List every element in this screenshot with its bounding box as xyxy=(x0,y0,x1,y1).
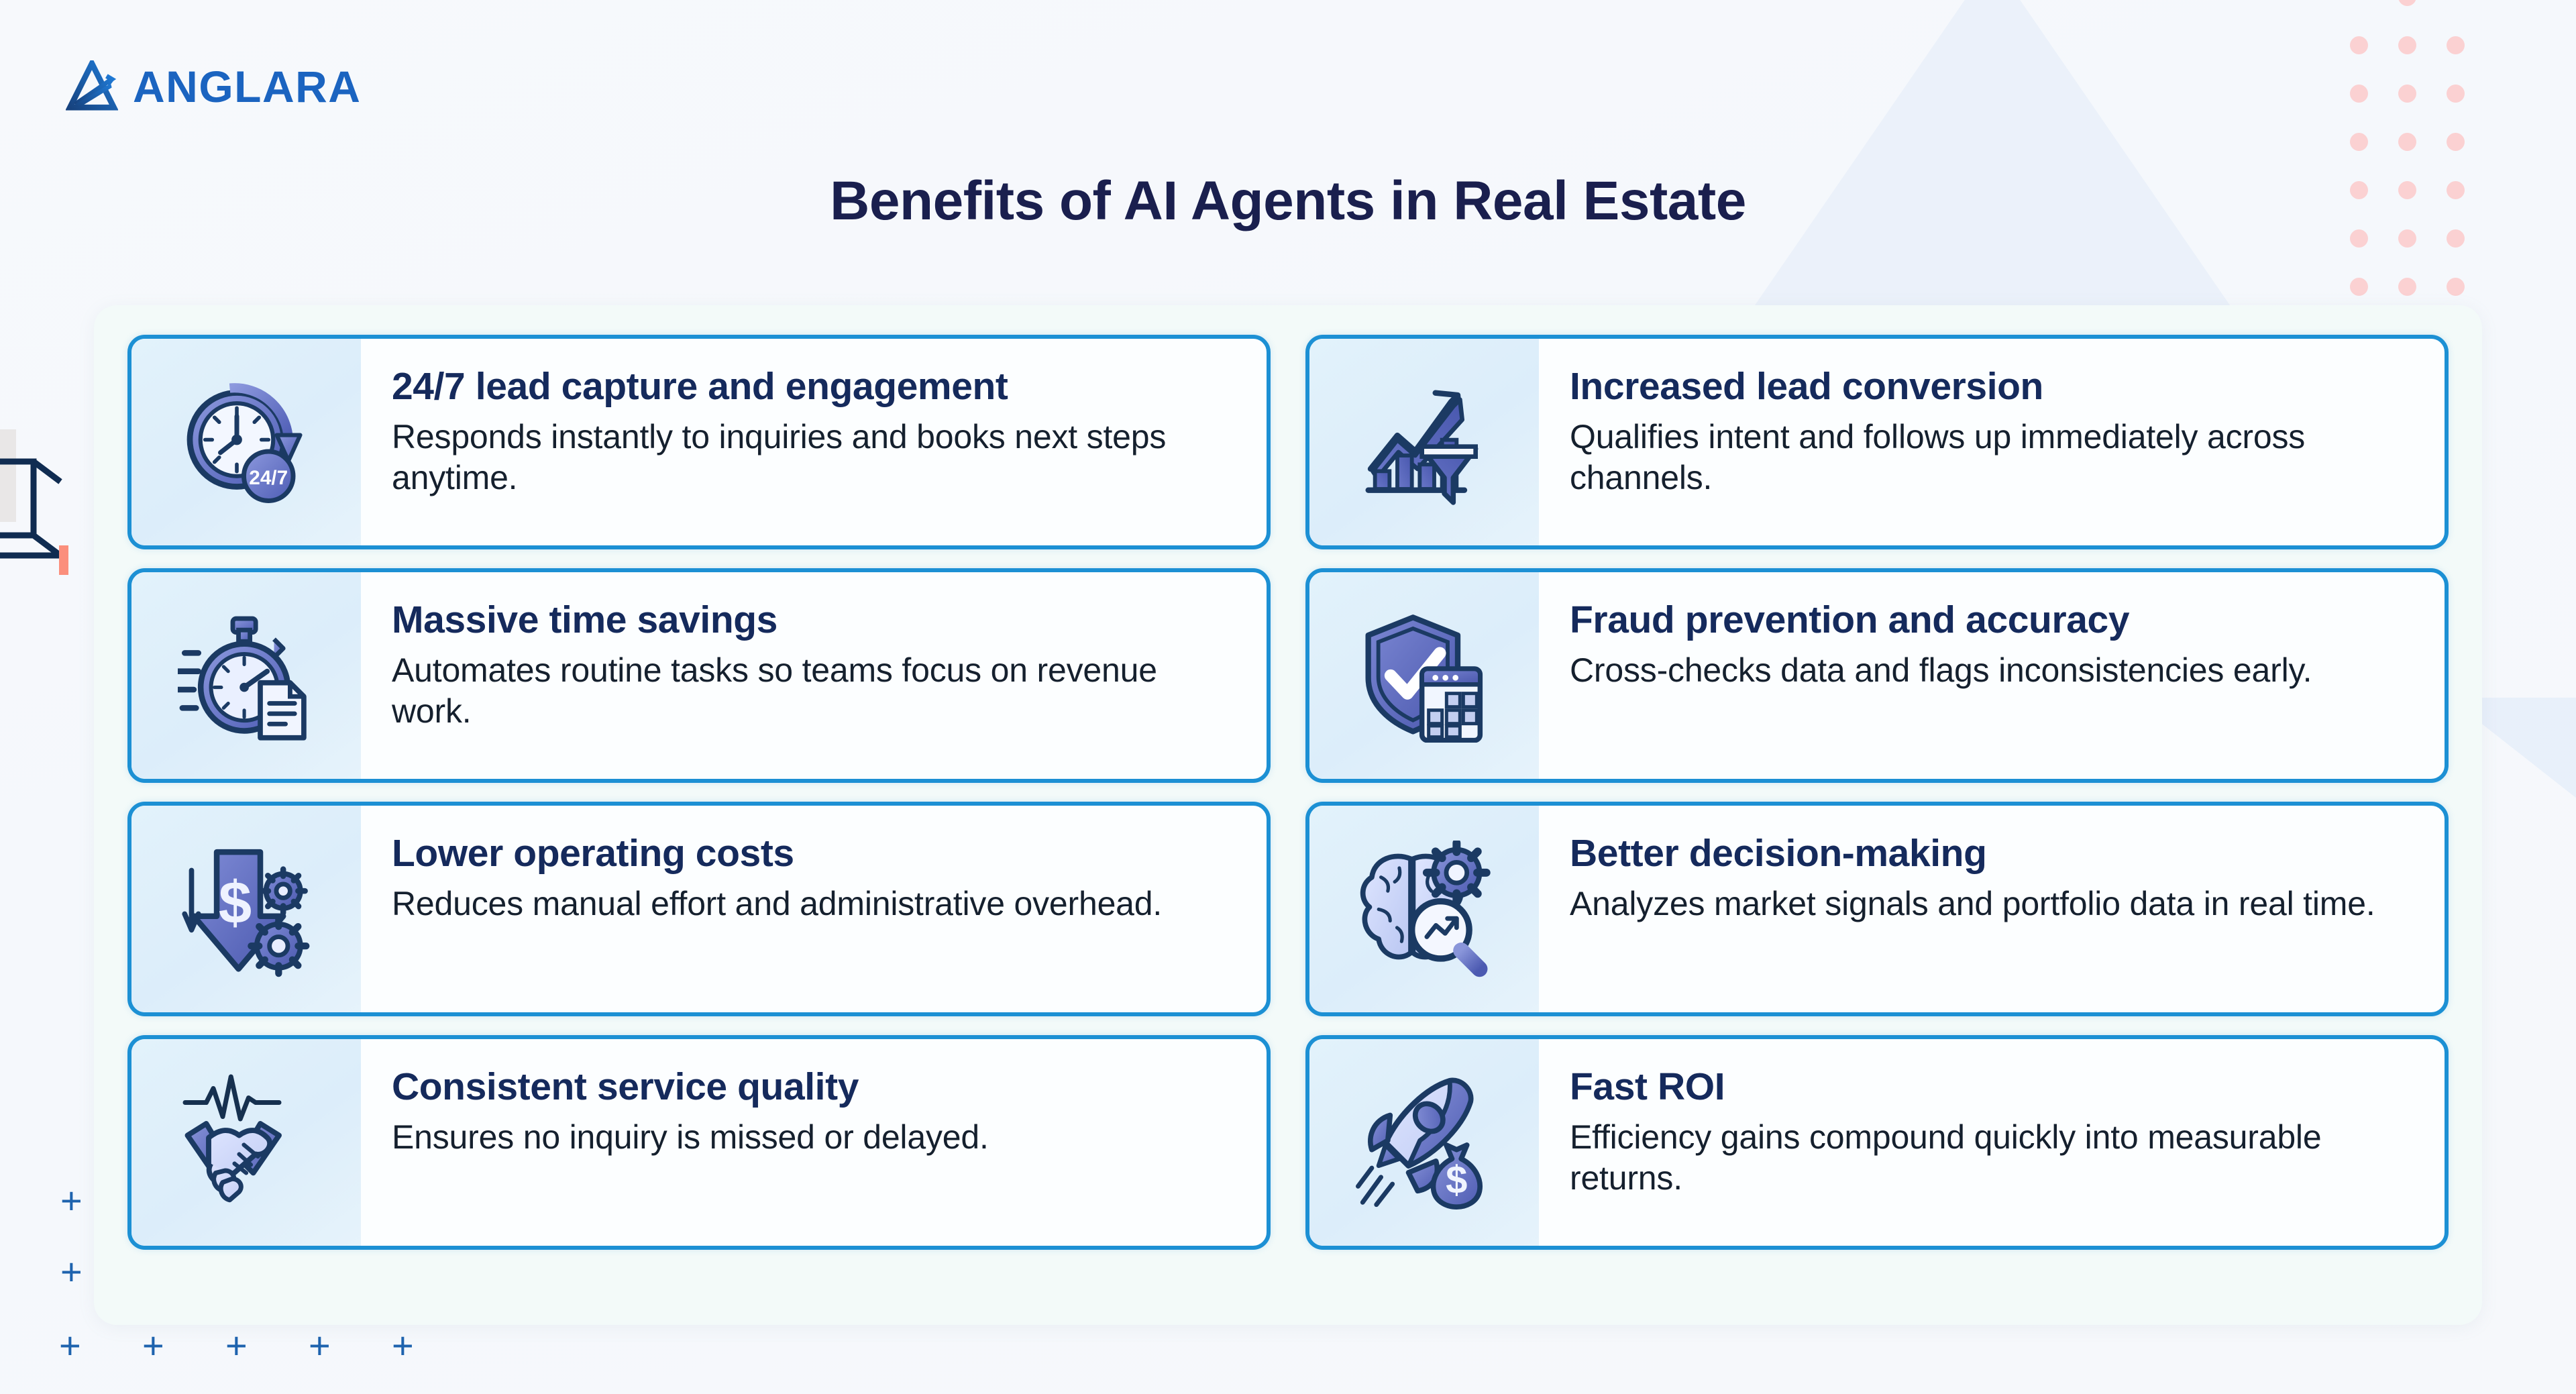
svg-text:$: $ xyxy=(218,869,251,936)
card-icon-panel xyxy=(131,1039,361,1246)
benefit-card-fast-roi[interactable]: $ Fast ROI Efficiency gains compound qui… xyxy=(1305,1035,2449,1250)
pink-dot xyxy=(2350,85,2368,103)
svg-text:24/7: 24/7 xyxy=(249,467,288,489)
card-icon-panel xyxy=(1309,339,1539,545)
card-icon-panel: $ xyxy=(131,806,361,1012)
benefit-card-decision-making[interactable]: Better decision-making Analyzes market s… xyxy=(1305,802,2449,1016)
clock-24-7-icon: 24/7 xyxy=(176,372,317,513)
benefit-card-service-quality[interactable]: Consistent service quality Ensures no in… xyxy=(127,1035,1271,1250)
pink-dot xyxy=(2398,36,2416,54)
wireframe-cube-icon xyxy=(0,429,95,564)
card-description: Ensures no inquiry is missed or delayed. xyxy=(392,1117,1236,1158)
shield-check-keypad-icon xyxy=(1357,608,1491,743)
brand-name: ANGLARA xyxy=(133,61,361,112)
card-title: Massive time savings xyxy=(392,600,1236,639)
card-body: Consistent service quality Ensures no in… xyxy=(361,1039,1267,1246)
pink-dot xyxy=(2350,36,2368,54)
rocket-money-bag-icon: $ xyxy=(1356,1074,1493,1212)
card-title: Consistent service quality xyxy=(392,1067,1236,1106)
card-title: Fast ROI xyxy=(1570,1067,2414,1106)
svg-text:$: $ xyxy=(1446,1158,1467,1201)
card-icon-panel xyxy=(1309,572,1539,779)
card-body: Better decision-making Analyzes market s… xyxy=(1539,806,2445,1012)
benefit-card-time-savings[interactable]: Massive time savings Automates routine t… xyxy=(127,568,1271,783)
plus-mark: + xyxy=(225,1327,248,1364)
card-icon-panel: $ xyxy=(1309,1039,1539,1246)
coral-square-accent xyxy=(59,545,68,575)
card-title: 24/7 lead capture and engagement xyxy=(392,367,1236,406)
card-body: Lower operating costs Reduces manual eff… xyxy=(361,806,1267,1012)
brand-logo[interactable]: ANGLARA xyxy=(66,60,361,113)
card-icon-panel xyxy=(131,572,361,779)
card-description: Reduces manual effort and administrative… xyxy=(392,883,1236,924)
pink-dot xyxy=(2447,278,2465,296)
card-title: Fraud prevention and accuracy xyxy=(1570,600,2414,639)
pink-dot xyxy=(2447,85,2465,103)
brain-gear-magnifier-icon xyxy=(1356,841,1493,978)
card-body: Fast ROI Efficiency gains compound quick… xyxy=(1539,1039,2445,1246)
benefit-card-operating-costs[interactable]: $ xyxy=(127,802,1271,1016)
plus-mark: + xyxy=(60,1182,83,1220)
plus-mark: + xyxy=(309,1327,331,1364)
plus-mark: + xyxy=(60,1253,83,1291)
pink-dot xyxy=(2398,0,2416,6)
growth-chart-funnel-icon xyxy=(1357,375,1491,509)
card-title: Better decision-making xyxy=(1570,834,2414,873)
plus-mark: + xyxy=(142,1327,164,1364)
card-description: Analyzes market signals and portfolio da… xyxy=(1570,883,2414,924)
benefit-card-fraud-prevention[interactable]: Fraud prevention and accuracy Cross-chec… xyxy=(1305,568,2449,783)
plus-mark: + xyxy=(59,1327,81,1364)
card-description: Qualifies intent and follows up immediat… xyxy=(1570,417,2414,498)
pink-dot xyxy=(2447,133,2465,151)
benefit-card-lead-conversion[interactable]: Increased lead conversion Qualifies inte… xyxy=(1305,335,2449,549)
gray-square-accent xyxy=(0,429,16,522)
pink-dot xyxy=(2398,85,2416,103)
card-icon-panel xyxy=(1309,806,1539,1012)
pink-dot xyxy=(2350,133,2368,151)
benefit-card-lead-capture[interactable]: 24/7 24/7 lead capture and engagement Re… xyxy=(127,335,1271,549)
pink-dot xyxy=(2398,278,2416,296)
card-description: Automates routine tasks so teams focus o… xyxy=(392,650,1236,732)
stopwatch-document-icon xyxy=(178,607,315,745)
card-body: 24/7 lead capture and engagement Respond… xyxy=(361,339,1267,545)
card-description: Cross-checks data and flags inconsistenc… xyxy=(1570,650,2414,691)
pink-dot xyxy=(2398,133,2416,151)
pink-dot xyxy=(2350,278,2368,296)
benefits-grid: 24/7 24/7 lead capture and engagement Re… xyxy=(127,335,2449,1250)
handshake-pulse-icon xyxy=(176,1072,317,1213)
down-arrow-dollar-gears-icon: $ xyxy=(178,841,315,978)
page-title: Benefits of AI Agents in Real Estate xyxy=(0,170,2576,233)
card-description: Efficiency gains compound quickly into m… xyxy=(1570,1117,2414,1199)
card-body: Increased lead conversion Qualifies inte… xyxy=(1539,339,2445,545)
pink-dot xyxy=(2447,36,2465,54)
card-body: Massive time savings Automates routine t… xyxy=(361,572,1267,779)
benefits-panel: 24/7 24/7 lead capture and engagement Re… xyxy=(94,305,2482,1325)
anglara-triangle-arrow-logo xyxy=(66,60,118,113)
cube-outline xyxy=(0,429,95,570)
card-title: Lower operating costs xyxy=(392,834,1236,873)
plus-mark: + xyxy=(392,1327,414,1364)
pink-dot-grid xyxy=(2350,0,2571,310)
card-icon-panel: 24/7 xyxy=(131,339,361,545)
card-description: Responds instantly to inquiries and book… xyxy=(392,417,1236,498)
card-title: Increased lead conversion xyxy=(1570,367,2414,406)
card-body: Fraud prevention and accuracy Cross-chec… xyxy=(1539,572,2445,779)
